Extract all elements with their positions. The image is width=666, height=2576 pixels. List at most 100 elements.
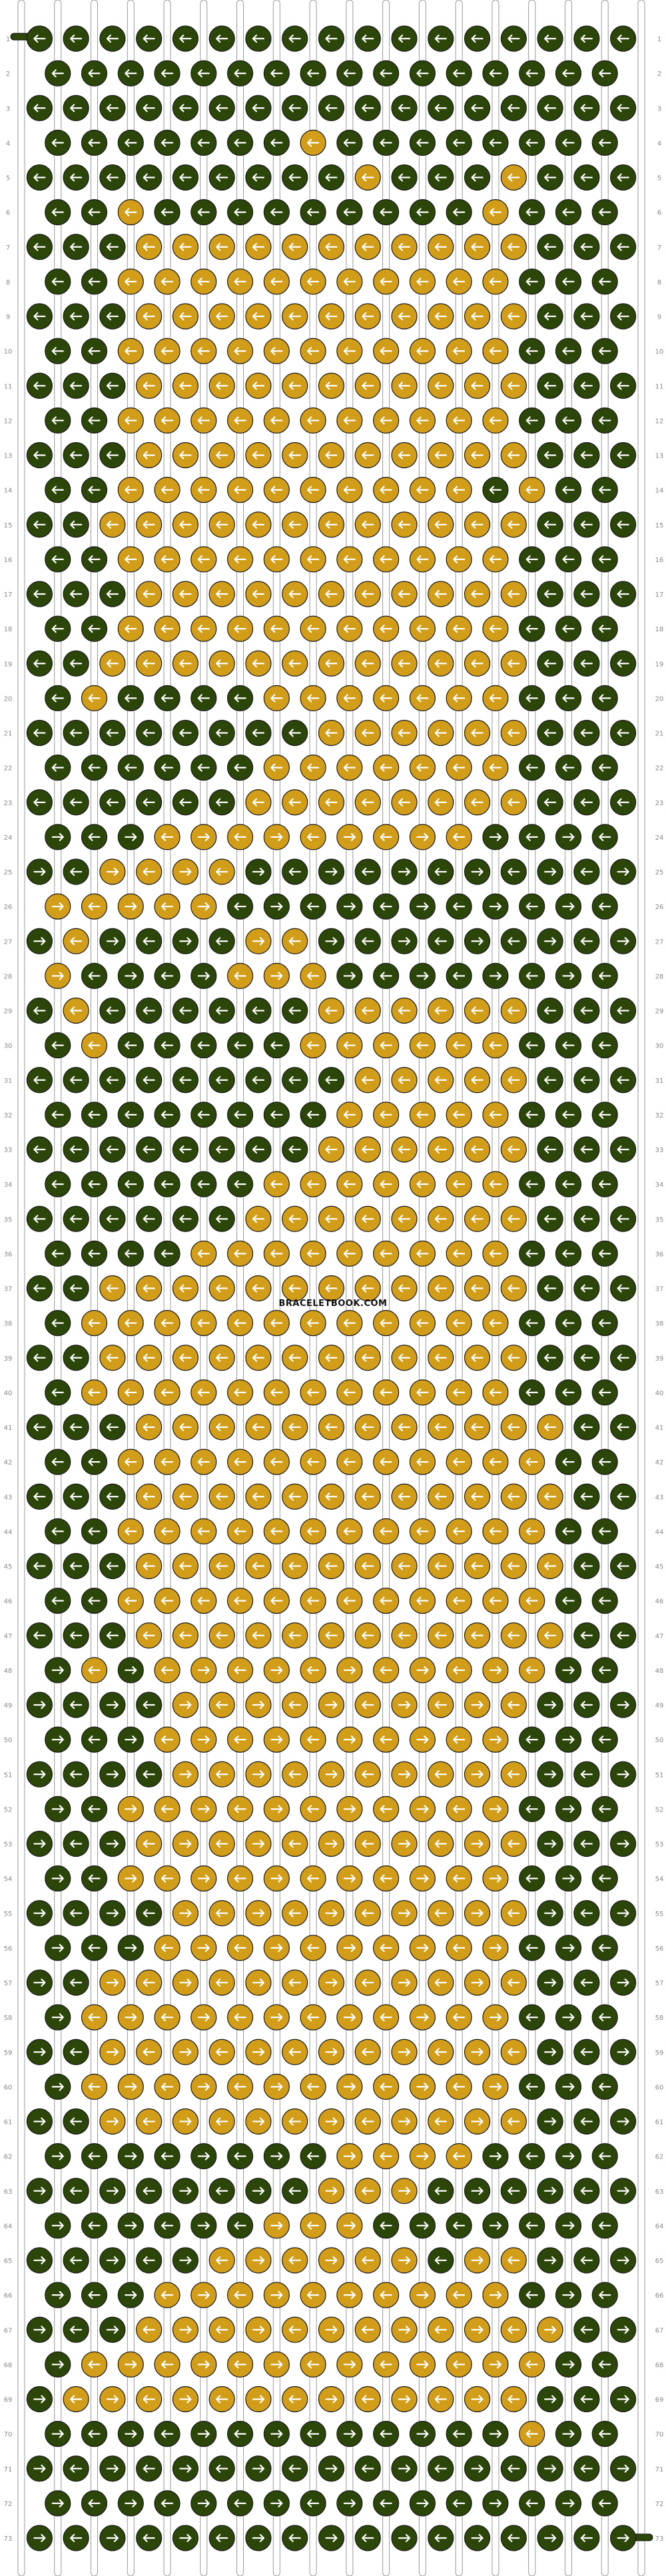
arrow-left-icon xyxy=(252,173,265,182)
arrow-left-icon xyxy=(161,2360,174,2369)
knot xyxy=(208,2247,235,2274)
knot xyxy=(519,1032,545,1059)
knot xyxy=(464,581,491,607)
knot xyxy=(500,95,527,121)
knot xyxy=(318,234,345,260)
knot xyxy=(63,164,89,191)
arrow-left-icon xyxy=(343,347,356,356)
knot xyxy=(26,1692,53,1718)
arrow-left-icon xyxy=(307,2152,320,2160)
arrow-left-icon xyxy=(434,1284,447,1293)
knot xyxy=(482,1588,509,1614)
arrow-left-icon xyxy=(599,1596,611,1605)
knot xyxy=(573,581,600,607)
arrow-right-icon xyxy=(398,2048,411,2057)
knot xyxy=(464,858,491,885)
arrow-right-icon xyxy=(617,2048,629,2057)
knot xyxy=(591,2143,618,2170)
arrow-left-icon xyxy=(70,937,83,946)
row-label-right: 71 xyxy=(655,2466,664,2473)
arrow-right-icon xyxy=(33,2464,46,2473)
row-label-left: 37 xyxy=(4,1286,13,1293)
arrow-left-icon xyxy=(617,520,629,529)
knot xyxy=(519,199,545,226)
knot xyxy=(117,2351,144,2378)
knot xyxy=(226,1171,254,1197)
arrow-left-icon xyxy=(325,1353,338,1362)
knot xyxy=(537,997,563,1024)
knot xyxy=(519,1102,545,1128)
arrow-right-icon xyxy=(343,2152,356,2160)
row-label-right: 8 xyxy=(657,279,661,286)
arrow-left-icon xyxy=(288,1145,301,1154)
arrow-right-icon xyxy=(398,937,411,946)
arrow-left-icon xyxy=(143,1978,155,1987)
knot xyxy=(373,2282,400,2308)
arrow-left-icon xyxy=(307,69,320,78)
knot xyxy=(354,2455,381,2482)
knot xyxy=(226,2073,254,2100)
knot xyxy=(318,1275,345,1302)
knot xyxy=(263,685,290,711)
arrow-left-icon xyxy=(288,104,301,113)
arrow-left-icon xyxy=(161,1874,174,1883)
knot xyxy=(226,824,254,850)
knot xyxy=(190,2143,217,2170)
arrow-right-icon xyxy=(617,2533,629,2543)
arrow-left-icon xyxy=(489,485,502,494)
arrow-right-icon xyxy=(343,902,356,911)
knot xyxy=(446,1449,472,1475)
knot xyxy=(573,1692,600,1718)
knot xyxy=(391,997,418,1024)
string-line xyxy=(601,0,609,2576)
knot xyxy=(573,1345,600,1371)
row-label-left: 22 xyxy=(4,765,13,773)
arrow-right-icon xyxy=(125,1874,137,1883)
arrow-right-icon xyxy=(471,2117,484,2126)
arrow-left-icon xyxy=(380,625,392,633)
knot xyxy=(519,268,545,295)
arrow-left-icon xyxy=(580,1909,593,1917)
knot xyxy=(519,1518,545,1544)
arrow-left-icon xyxy=(106,1145,119,1154)
arrow-left-icon xyxy=(434,2256,447,2265)
arrow-left-icon xyxy=(161,1736,174,1744)
arrow-left-icon xyxy=(525,347,538,356)
knot xyxy=(354,789,381,816)
knot xyxy=(99,164,126,191)
knot xyxy=(81,199,108,226)
knot xyxy=(172,1622,199,1649)
knot xyxy=(537,1969,563,1996)
knot xyxy=(154,893,180,920)
knot xyxy=(519,685,545,711)
arrow-left-icon xyxy=(197,208,210,216)
arrow-right-icon xyxy=(325,2533,338,2543)
arrow-left-icon xyxy=(143,2256,155,2265)
knot xyxy=(136,997,163,1024)
knot xyxy=(555,1449,582,1475)
arrow-right-icon xyxy=(270,1666,283,1674)
knot xyxy=(81,546,108,573)
knot xyxy=(117,60,144,87)
arrow-left-icon xyxy=(398,1492,411,1501)
arrow-left-icon xyxy=(398,1076,411,1084)
knot xyxy=(555,1795,582,1822)
knot xyxy=(428,2455,454,2482)
arrow-left-icon xyxy=(70,520,83,529)
knot xyxy=(282,95,308,121)
arrow-left-icon xyxy=(507,1631,520,1640)
arrow-left-icon xyxy=(343,1180,356,1189)
arrow-left-icon xyxy=(70,2048,83,2057)
arrow-left-icon xyxy=(580,729,593,737)
knot xyxy=(464,1552,491,1580)
arrow-left-icon xyxy=(580,798,593,806)
knot xyxy=(154,199,180,226)
knot xyxy=(190,2212,217,2239)
arrow-right-icon xyxy=(562,2221,575,2230)
arrow-left-icon xyxy=(88,1388,101,1397)
knot xyxy=(318,1900,345,1927)
arrow-left-icon xyxy=(489,1319,502,1327)
arrow-left-icon xyxy=(398,382,411,390)
arrow-right-icon xyxy=(179,1909,192,1917)
knot xyxy=(391,858,418,885)
